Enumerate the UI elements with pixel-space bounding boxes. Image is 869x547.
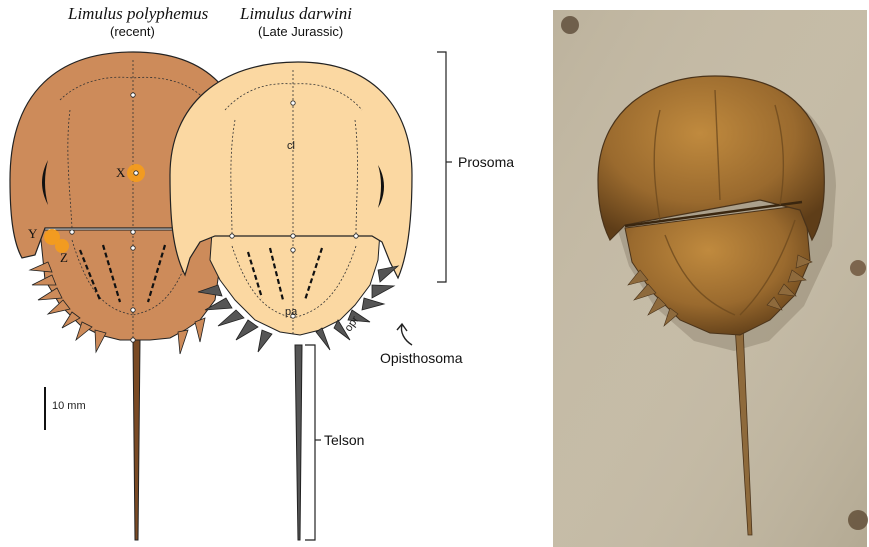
fossil-species-age: (Late Jurassic)	[258, 24, 343, 39]
opisthosoma-arrow	[397, 324, 412, 345]
marker-x-label: X	[116, 165, 125, 181]
recent-species-age: (recent)	[110, 24, 155, 39]
marker-y-label: Y	[28, 226, 37, 242]
pa-label: pa	[285, 306, 297, 318]
fossil-species-name: Limulus darwini	[240, 4, 352, 24]
prosoma-label: Prosoma	[458, 154, 514, 170]
recent-species-name: Limulus polyphemus	[68, 4, 208, 24]
horseshoe-crab-photo	[553, 10, 868, 547]
opisthosoma-label: Opisthosoma	[380, 350, 462, 366]
marker-z-label: Z	[60, 250, 68, 266]
scale-bar-label: 10 mm	[52, 400, 86, 412]
cl-label: cl	[287, 140, 295, 152]
telson-label: Telson	[324, 432, 364, 448]
